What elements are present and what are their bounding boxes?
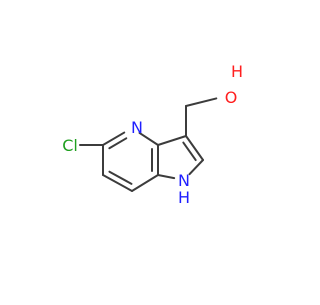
nh-nitrogen-label: N [178, 171, 190, 190]
molecule-drawing: Cl N N H O H [62, 62, 243, 207]
structure-diagram: Cl N N H O H [62, 62, 243, 207]
pyridine-nitrogen-label: N [131, 118, 143, 137]
bond-c3-c2 [185, 135, 204, 161]
bond-c3-c2-double [182, 141, 197, 162]
bond-n4-c3a [138, 131, 159, 146]
bond-c3a-c3 [157, 135, 187, 146]
bond-c5-n4 [102, 131, 126, 146]
chlorine-label: Cl [62, 136, 78, 155]
bond-c7-c6 [102, 174, 133, 192]
bond-ch2-o [185, 97, 218, 107]
bond-c7-c6-double [108, 170, 133, 185]
bond-c7a-c7 [131, 174, 159, 192]
hydroxyl-hydrogen-label: H [231, 62, 243, 81]
bond-c5-n4-double [108, 137, 128, 150]
bond-c2-n1 [188, 159, 204, 176]
hydroxyl-oxygen-label: O [225, 88, 238, 107]
bond-n1-c7a [157, 174, 176, 180]
nh-hydrogen-label: H [178, 188, 190, 207]
bond-set [79, 97, 218, 192]
